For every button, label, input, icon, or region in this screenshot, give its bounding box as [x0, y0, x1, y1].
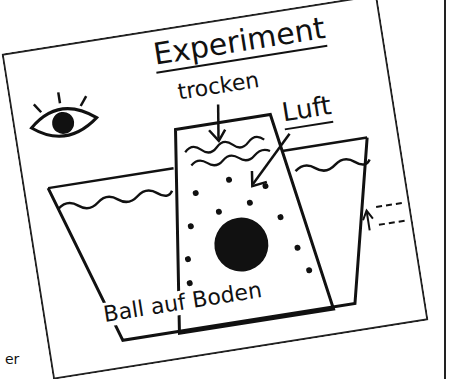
- sketch-card: ExperimenttrockenLuftBall auf Boden: [2, 0, 429, 379]
- fragment: er: [5, 352, 19, 367]
